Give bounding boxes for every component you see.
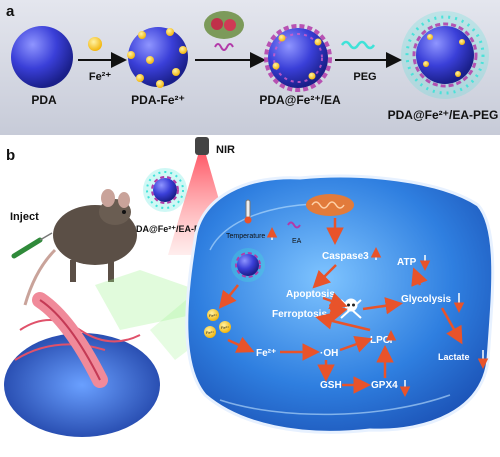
gsh-label: GSH: [320, 380, 342, 391]
reaction-arrow-fe: Fe²⁺: [78, 37, 127, 83]
thermometer-icon: [244, 199, 252, 224]
panel-a-label: a: [6, 3, 15, 20]
ea-wave-cell-icon: [287, 221, 301, 229]
tumor-tissue-illustration: [4, 292, 160, 437]
apoptosis-label: Apoptosis: [286, 289, 335, 300]
arrow-label-fe: Fe²⁺: [89, 71, 112, 83]
panel-b-label: b: [6, 147, 15, 164]
arrow-label-peg: PEG: [353, 71, 376, 83]
peg-wave-icon: [340, 40, 376, 50]
lpo-label: LPO: [370, 335, 391, 346]
nir-label: NIR: [216, 144, 235, 156]
reaction-arrow-ea: [195, 11, 266, 68]
stage-label-pda-fe: PDA-Fe²⁺: [131, 93, 185, 107]
laser-head-icon: [195, 137, 209, 155]
ea-label: EA: [292, 238, 302, 245]
pda-fe-ea-peg-sphere: [401, 11, 489, 99]
svg-text:Fe²⁺: Fe²⁺: [221, 325, 229, 330]
mouse-illustration: [23, 189, 137, 306]
syringe-icon: [11, 232, 53, 259]
gpx4-label: GPX4: [371, 380, 398, 391]
fe-ion-label: Fe²⁺: [256, 348, 276, 359]
svg-text:Fe²⁺: Fe²⁺: [209, 313, 217, 318]
svg-text:Fe²⁺: Fe²⁺: [206, 330, 214, 335]
mitochondrion-icon: [306, 194, 354, 216]
floating-nanoparticle: [143, 168, 187, 212]
nanoparticle-label: PDA@Fe²⁺/EA-PEG: [130, 224, 213, 234]
stage-label-pda: PDA: [31, 93, 57, 107]
pda-fe-sphere: [127, 27, 188, 88]
reaction-arrow-peg: PEG: [335, 40, 402, 83]
pathway-arrows: [218, 218, 463, 394]
hydroxyl-radical-label: ·OH: [320, 348, 338, 359]
stage-label-pda-fe-ea: PDA@Fe²⁺/EA: [259, 93, 341, 107]
ferroptosis-label: Ferroptosis: [272, 309, 327, 320]
temperature-label: Temperature: [226, 233, 265, 240]
pda-sphere: [11, 26, 73, 88]
fe-ion-icon: [88, 37, 102, 51]
glycolysis-label: Glycolysis: [401, 294, 451, 305]
zoom-projection-left: [95, 270, 240, 330]
fe-ion-cluster: Fe²⁺ Fe²⁺ Fe²⁺: [204, 309, 231, 338]
inject-label: Inject: [10, 211, 39, 223]
lactate-label: Lactate: [438, 352, 470, 362]
atp-label: ATP: [397, 257, 417, 268]
cell-nanoparticle: [231, 248, 265, 282]
ea-wave-icon: [214, 43, 234, 51]
pda-fe-ea-sphere: [264, 24, 332, 92]
caspase3-label: Caspase3: [322, 251, 369, 262]
stage-label-pda-fe-ea-peg: PDA@Fe²⁺/EA-PEG: [388, 108, 499, 122]
indicator-arrows: [370, 247, 489, 397]
